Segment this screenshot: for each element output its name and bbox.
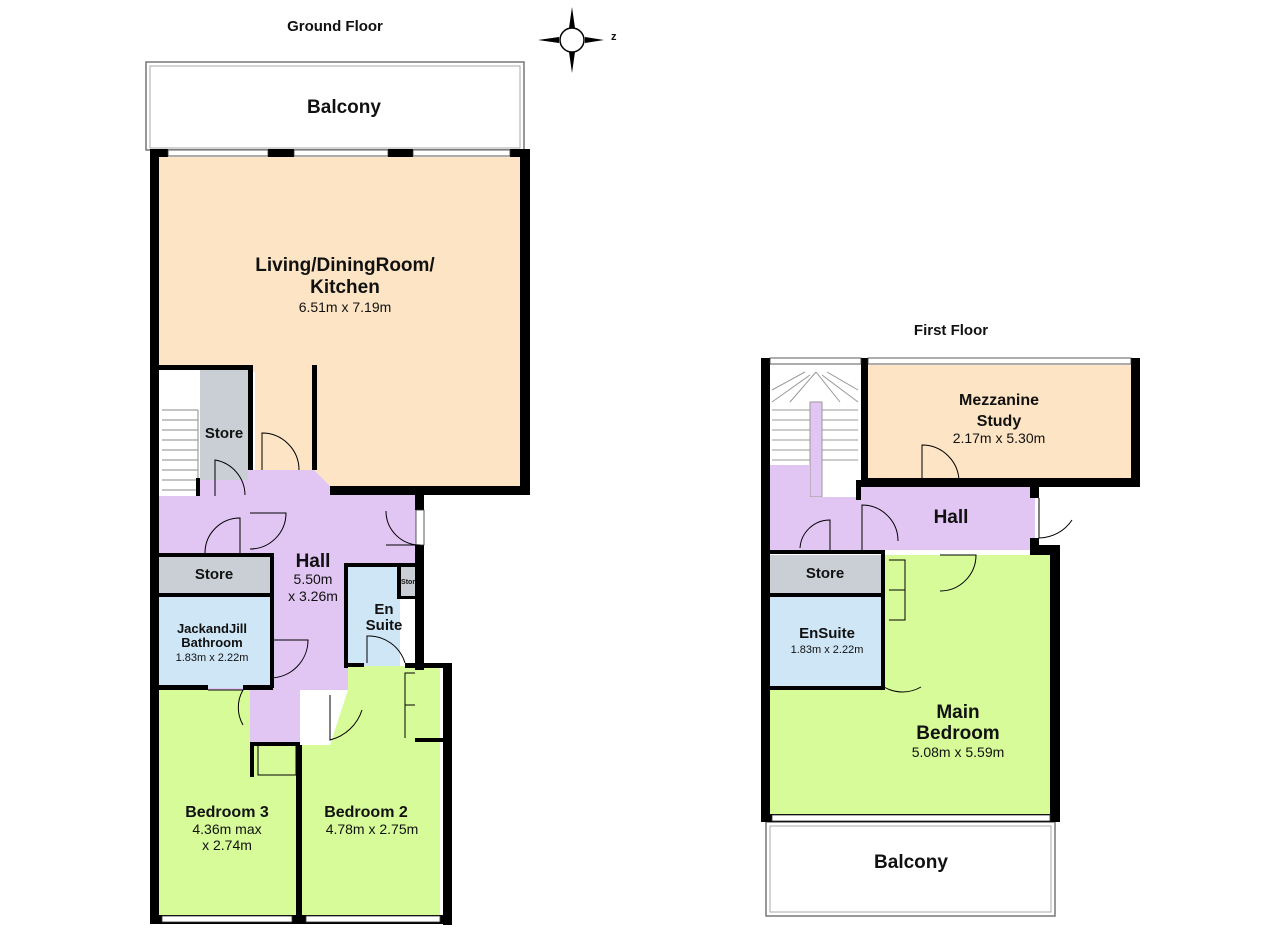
ground-store: Store <box>158 556 270 594</box>
ground-ensuite-line2: Suite <box>366 617 403 634</box>
first-floor-balcony: Balcony <box>765 821 1056 917</box>
living-room-dimensions: 6.51m x 7.19m <box>299 299 392 315</box>
living-room: Living/DiningRoom/ Kitchen 6.51m x 7.19m <box>158 157 521 489</box>
first-balcony-label: Balcony <box>874 852 948 873</box>
ground-floor-title: Ground Floor <box>287 18 383 35</box>
bedroom-2: Bedroom 2 4.78m x 2.75m <box>302 666 440 915</box>
bathroom-dimensions: 1.83m x 2.22m <box>176 652 249 664</box>
small-store-label: Store <box>401 579 419 586</box>
main-bedroom-name-line1: Main <box>936 702 979 723</box>
first-hall-name: Hall <box>934 507 969 528</box>
side-door-icon <box>385 510 421 546</box>
study-name-line1: Mezzanine <box>959 392 1039 409</box>
stair-store-label: Store <box>205 425 243 442</box>
study-name-line2: Study <box>977 413 1022 430</box>
ground-balcony: Balcony <box>145 61 525 151</box>
ground-doors <box>204 432 421 776</box>
ground-store-label: Store <box>195 566 233 583</box>
hall-door-2-icon <box>799 519 831 550</box>
side-door-icon <box>1038 498 1073 539</box>
compass-rose-icon: z <box>538 7 617 73</box>
hall-door-icon <box>249 512 287 550</box>
hall-door-1-icon <box>861 504 899 550</box>
compass-label: z <box>611 31 617 43</box>
bedroom2-door-icon <box>329 695 363 741</box>
ground-hall-dim-line2: x 3.26m <box>288 588 338 604</box>
first-ensuite-dimensions: 1.83m x 2.22m <box>791 644 864 656</box>
bedroom-3: Bedroom 3 4.36m max x 2.74m <box>158 690 296 915</box>
living-room-name-line2: Kitchen <box>310 277 380 298</box>
first-floor-title: First Floor <box>914 322 988 339</box>
spiral-stairs-icon <box>771 371 859 498</box>
first-doors <box>799 444 1073 693</box>
ground-walls <box>150 149 530 925</box>
ensuite-door-icon <box>366 635 406 664</box>
jack-and-jill-bathroom: JackandJill Bathroom 1.83m x 2.22m <box>158 596 270 688</box>
living-door-icon <box>261 432 300 471</box>
stair-store: Store <box>158 370 248 496</box>
first-floor-store: Store <box>769 555 881 593</box>
first-store-label: Store <box>806 565 844 582</box>
mezzanine-study: Mezzanine Study 2.17m x 5.30m <box>865 365 1133 480</box>
first-windows <box>769 357 1132 822</box>
store-door-icon <box>214 459 246 496</box>
wardrobe-doors-icon <box>404 672 415 738</box>
bedroom-3-dim-line1: 4.36m max <box>192 821 261 837</box>
ground-windows <box>161 149 511 923</box>
first-floor-stairwell <box>769 365 861 498</box>
ground-ensuite: En Suite <box>348 566 402 666</box>
bedroom-3-name: Bedroom 3 <box>185 804 269 821</box>
bedroom3-door-icon <box>208 689 244 726</box>
bedroom3-wardrobe-icon <box>257 745 297 776</box>
bedroom-door-icon <box>939 554 977 592</box>
main-bedroom-name-line2: Bedroom <box>916 723 999 744</box>
bedroom-2-dimensions: 4.78m x 2.75m <box>326 821 419 837</box>
ground-hall-dim-line1: 5.50m <box>294 571 333 587</box>
first-ensuite-name: EnSuite <box>799 625 855 642</box>
bathroom-name-line2: Bathroom <box>181 635 242 650</box>
study-dimensions: 2.17m x 5.30m <box>953 430 1046 446</box>
study-door-icon <box>921 444 960 483</box>
living-room-name-line1: Living/DiningRoom/ <box>255 255 435 276</box>
store-door-2-icon <box>204 517 241 554</box>
bedroom-3-dim-line2: x 2.74m <box>202 837 252 853</box>
ensuite-door-icon <box>883 650 922 693</box>
bedroom-2-name: Bedroom 2 <box>324 804 408 821</box>
bathroom-name-line1: JackandJill <box>177 621 247 636</box>
main-bedroom: Main Bedroom 5.08m x 5.59m <box>769 555 1050 815</box>
first-floor: First Floor Mezzanine Study 2.17m x 5.30… <box>761 322 1140 917</box>
bathroom-door-icon <box>269 639 309 679</box>
ground-floor: Ground Floor Balcony Living/DiningRoom/ … <box>145 18 530 925</box>
ground-ensuite-line1: En <box>374 601 393 618</box>
wardrobe-icon <box>889 559 906 621</box>
ground-hall-name: Hall <box>296 551 331 572</box>
first-floor-ensuite: EnSuite 1.83m x 2.22m <box>769 596 881 688</box>
main-bedroom-dimensions: 5.08m x 5.59m <box>912 744 1005 760</box>
ground-balcony-label: Balcony <box>307 97 381 118</box>
